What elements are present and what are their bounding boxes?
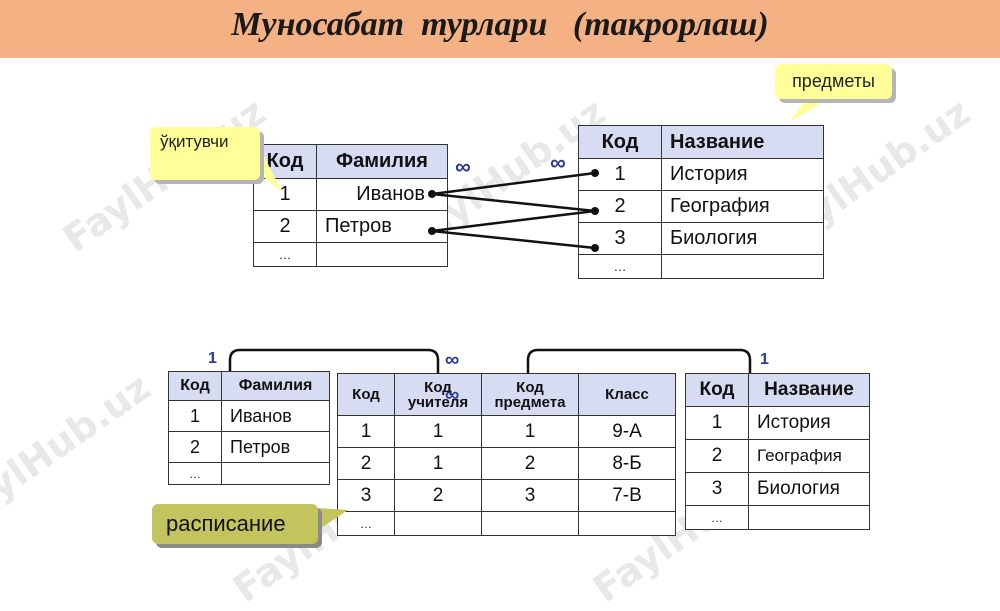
table-row: 2 География	[685, 439, 870, 473]
table-cell: 2	[168, 431, 222, 463]
connector-dot	[591, 244, 599, 252]
link-petrov-geography	[431, 209, 596, 233]
table-row: …	[578, 254, 824, 279]
title-bar	[0, 0, 1000, 58]
table-cell: 9-А	[578, 415, 676, 448]
bottom-subjects-table: Код Название 1 История 2 География 3 Био…	[685, 373, 870, 530]
table-cell: География	[748, 439, 870, 473]
cardinality-many-right: ∞	[445, 384, 460, 406]
table-row: 2 Петров	[253, 210, 448, 243]
table-cell: 1	[337, 415, 395, 448]
table-cell: 3	[481, 479, 579, 512]
table-cell	[221, 462, 330, 485]
relation-bracket-right	[526, 348, 752, 374]
cardinality-many-left: ∞	[445, 349, 460, 371]
table-row: 3 Биология	[578, 222, 824, 255]
table-row: …	[168, 462, 330, 485]
link-ivanov-history	[431, 171, 596, 196]
column-header: Название	[748, 373, 870, 407]
slide-title: Муносабат турлари (такрорлаш)	[231, 6, 769, 43]
table-cell	[394, 511, 482, 536]
table-row: …	[337, 511, 676, 536]
table-cell: 2	[253, 210, 317, 243]
column-header: Код	[685, 373, 749, 407]
table-cell: Петров	[316, 210, 448, 243]
top-teachers-table: Код Фамилия 1 Иванов 2 Петров …	[253, 144, 448, 267]
table-row: 3 Биология	[685, 472, 870, 506]
table-cell: Биология	[748, 472, 870, 506]
column-header: Фамилия	[316, 144, 448, 179]
table-row: 1 Иванов	[253, 178, 448, 211]
table-cell: География	[661, 190, 824, 223]
table-cell: Иванов	[316, 178, 448, 211]
table-cell: …	[578, 254, 662, 279]
callout-subjects: предметы	[775, 64, 892, 99]
table-row: 2 Петров	[168, 431, 330, 463]
table-cell: 1	[685, 406, 749, 440]
table-row: …	[685, 505, 870, 530]
table-cell	[661, 254, 824, 279]
schedule-table: Код Код учителя Код предмета Класс 1 1 1…	[337, 373, 676, 536]
table-cell	[481, 511, 579, 536]
table-cell: 7-В	[578, 479, 676, 512]
table-cell: 1	[168, 400, 222, 432]
callout-pointer	[790, 96, 830, 122]
table-cell	[316, 242, 448, 267]
table-row: 1 История	[685, 406, 870, 440]
column-header: Название	[661, 125, 824, 159]
callout-schedule: расписание	[152, 504, 318, 544]
table-cell: …	[253, 242, 317, 267]
link-petrov-biology	[431, 229, 596, 250]
top-subjects-table: Код Название 1 История 2 География 3 Био…	[578, 125, 824, 279]
table-cell	[578, 511, 676, 536]
relation-bracket-left	[228, 348, 440, 374]
cardinality-many-right: ∞	[550, 150, 566, 175]
table-cell: История	[661, 158, 824, 191]
column-header: Код	[578, 125, 662, 159]
connector-dot	[591, 207, 599, 215]
link-ivanov-geography	[431, 192, 596, 213]
column-header: Фамилия	[221, 371, 330, 401]
callout-pointer	[318, 508, 348, 530]
column-header: Класс	[578, 373, 676, 416]
cardinality-one-right: 1	[760, 351, 769, 368]
bottom-teachers-table: Код Фамилия 1 Иванов 2 Петров …	[168, 371, 330, 485]
connector-dot	[428, 190, 436, 198]
table-cell: 8-Б	[578, 447, 676, 480]
table-cell	[748, 505, 870, 530]
table-row: 2 География	[578, 190, 824, 223]
cardinality-many-left: ∞	[455, 154, 471, 179]
column-header: Код	[168, 371, 222, 401]
connector-dot	[428, 227, 436, 235]
table-row: …	[253, 242, 448, 267]
table-cell: 1	[481, 415, 579, 448]
column-header: Код	[337, 373, 395, 416]
table-cell: 2	[578, 190, 662, 223]
table-row: 3 2 3 7-В	[337, 479, 676, 512]
column-header: Код учителя	[394, 373, 482, 416]
callout-teacher: ўқитувчи	[150, 127, 260, 180]
connector-dot	[591, 169, 599, 177]
cardinality-one-left: 1	[208, 350, 217, 367]
table-cell: Биология	[661, 222, 824, 255]
table-cell: История	[748, 406, 870, 440]
table-cell: 2	[394, 479, 482, 512]
column-header: Код предмета	[481, 373, 579, 416]
relationship-lines	[228, 96, 830, 530]
